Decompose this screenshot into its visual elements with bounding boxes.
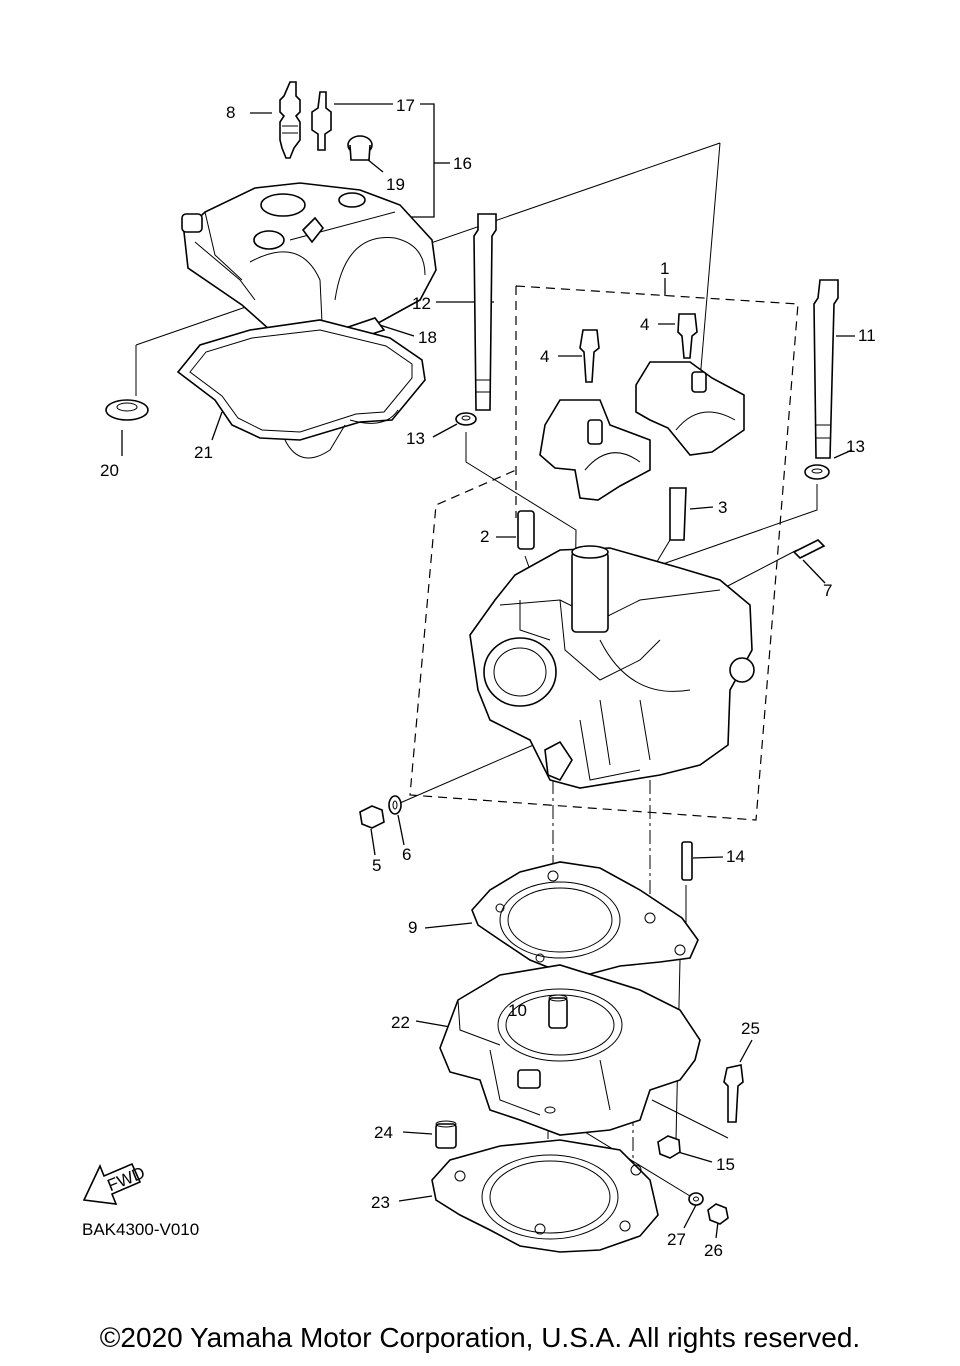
oil-check-washer [688, 1192, 704, 1206]
long-bolt-left [473, 213, 497, 411]
spark-plug [279, 81, 301, 159]
flange-bolt [723, 1064, 744, 1123]
callouts: 1 2 3 4 4 5 6 7 8 9 10 11 12 13 13 14 15… [100, 96, 876, 1260]
union-bolt [359, 805, 385, 829]
callout-18: 18 [418, 328, 437, 347]
callout-26: 26 [704, 1241, 723, 1260]
callout-6: 6 [402, 845, 411, 864]
fwd-label: FWD [105, 1163, 148, 1195]
dowel-stud [681, 841, 693, 881]
cover-stud-bolt [311, 91, 332, 151]
cover-gasket [176, 319, 426, 459]
camshaft-cap-front [539, 329, 651, 501]
callout-9: 9 [408, 918, 417, 937]
oil-check-bolt [707, 1203, 729, 1225]
callout-27: 27 [667, 1230, 686, 1249]
callout-4-right: 4 [640, 315, 649, 334]
callout-13-right: 13 [846, 437, 865, 456]
callout-3: 3 [718, 498, 727, 517]
washer-right [804, 464, 830, 480]
callout-21: 21 [194, 443, 213, 462]
callout-7: 7 [823, 581, 832, 600]
callout-2: 2 [480, 527, 489, 546]
callout-17: 17 [396, 96, 415, 115]
callout-14: 14 [726, 847, 745, 866]
cylinder [439, 964, 701, 1136]
callout-12: 12 [412, 294, 431, 313]
callout-25: 25 [741, 1019, 760, 1038]
callout-16: 16 [453, 154, 472, 173]
callout-5: 5 [372, 856, 381, 875]
copyright-notice: ©2020 Yamaha Motor Corporation, U.S.A. A… [99, 1322, 861, 1353]
callout-11: 11 [858, 326, 876, 345]
cylinder-base-gasket [431, 1139, 659, 1253]
callout-20: 20 [100, 461, 119, 480]
forward-arrow-icon: FWD [82, 1162, 148, 1205]
dowel-pin-3 [669, 487, 687, 541]
cover-plug [347, 135, 373, 161]
callout-4-left: 4 [540, 347, 549, 366]
cylinder-head-gasket [471, 861, 699, 975]
callout-24: 24 [374, 1123, 393, 1142]
cylinder-head-assembly-boundary [409, 285, 799, 821]
long-bolt-right [813, 279, 839, 459]
callout-8: 8 [226, 103, 235, 122]
copper-washer [388, 795, 402, 815]
callout-15: 15 [716, 1155, 735, 1174]
callout-22: 22 [391, 1013, 410, 1032]
cylinder-dowel [435, 1120, 457, 1149]
callout-1: 1 [660, 259, 669, 278]
knock-pin [548, 994, 568, 1029]
washer-left [455, 412, 477, 426]
callout-23: 23 [371, 1193, 390, 1212]
camshaft-cap-rear [635, 313, 745, 456]
stud-bolt [792, 539, 826, 559]
cylinder-head [469, 545, 755, 789]
callout-10: 10 [508, 1001, 527, 1020]
flange-nut [657, 1135, 681, 1159]
dowel-pin-2 [517, 510, 535, 550]
diagram-code: BAK4300-V010 [82, 1220, 199, 1239]
callout-13-left: 13 [406, 429, 425, 448]
grommet [105, 399, 149, 421]
cylinder-head-cover [181, 182, 437, 331]
callout-19: 19 [386, 175, 405, 194]
